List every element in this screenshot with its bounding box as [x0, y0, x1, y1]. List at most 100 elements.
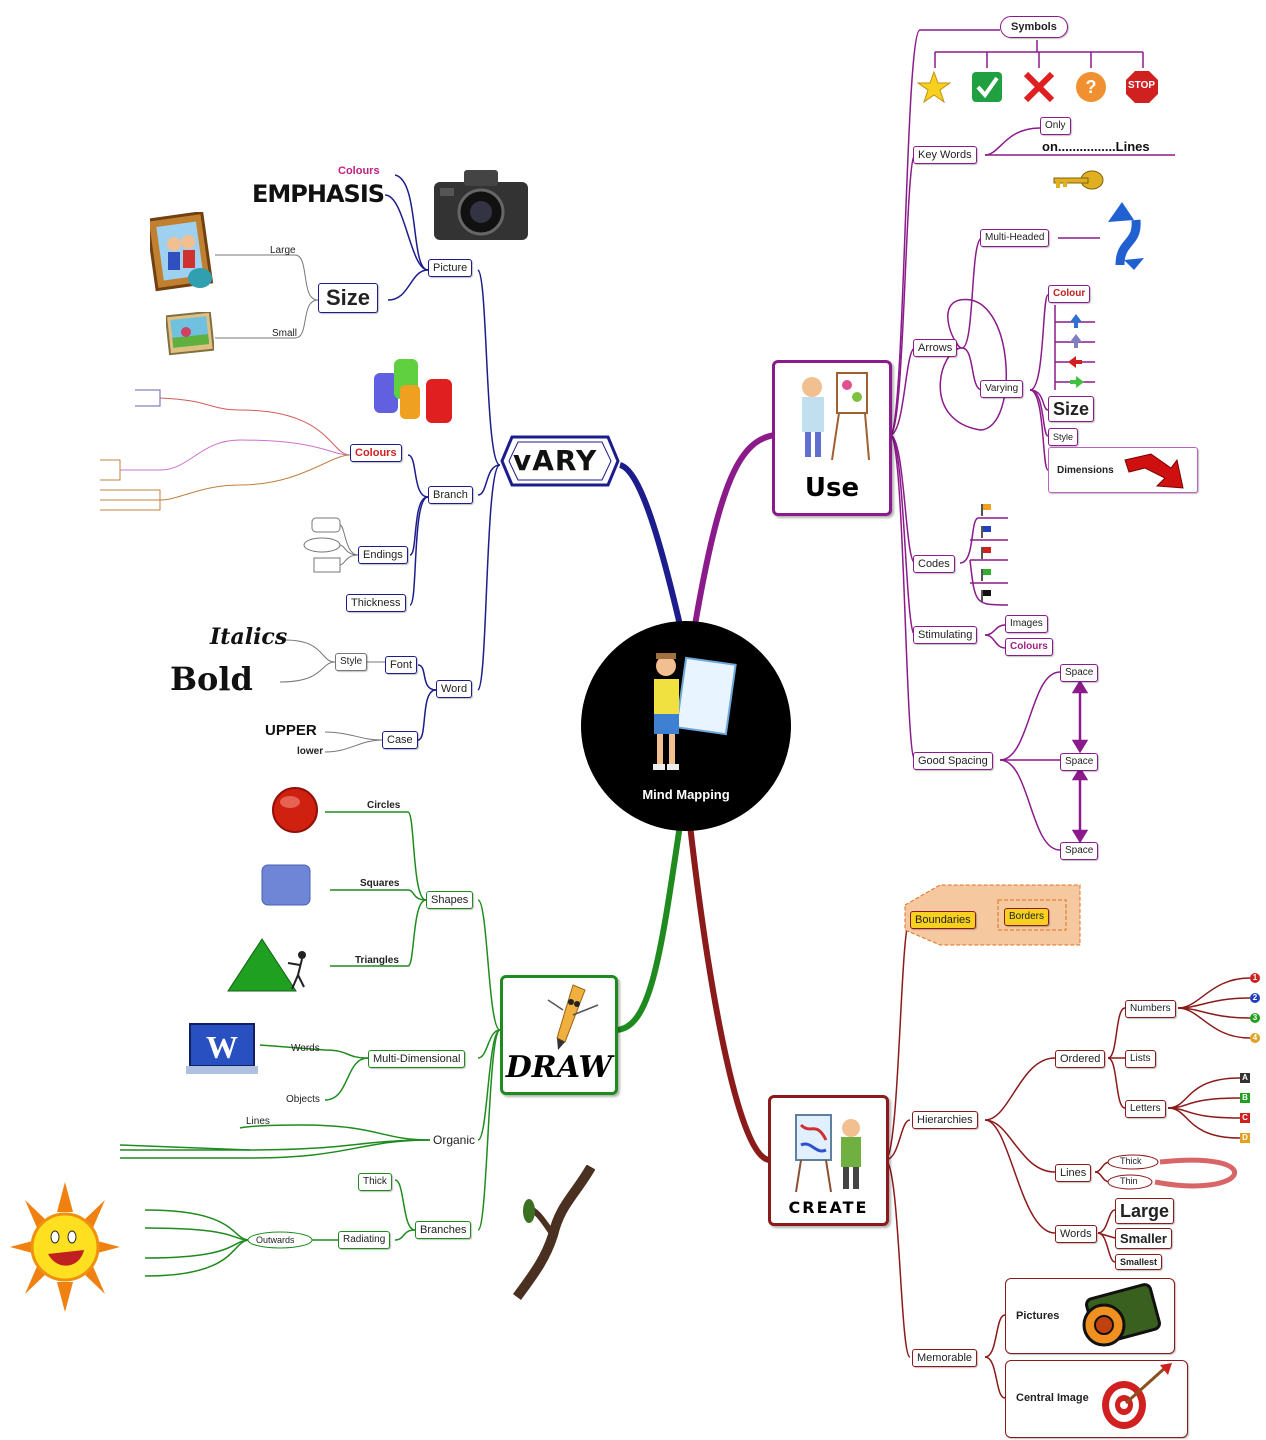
draw-lines-label: Lines	[246, 1116, 270, 1127]
use-colour-label: Colour	[1053, 288, 1086, 299]
create-numbers-node[interactable]: Numbers	[1125, 1000, 1176, 1018]
cross-icon	[1023, 71, 1055, 103]
create-borders-node[interactable]: Borders	[1004, 908, 1050, 926]
vary-colours-node-label: Colours	[355, 447, 397, 459]
number-1-icon: 1	[1250, 973, 1260, 983]
create-words-node[interactable]: Words	[1055, 1225, 1097, 1243]
vary-colours-node[interactable]: Colours	[350, 444, 402, 462]
use-style-node[interactable]: Style	[1048, 428, 1079, 446]
draw-organic-label: Organic	[433, 1133, 476, 1147]
number-4-icon: 4	[1250, 1033, 1260, 1043]
target-dart-icon	[1102, 1363, 1172, 1429]
colour-arrow-icons	[1068, 314, 1084, 388]
curved-blue-arrow-icon	[1108, 202, 1144, 270]
word-document-icon: W	[186, 1023, 258, 1074]
use-size-node[interactable]: Size	[1048, 396, 1095, 422]
stop-sign-icon	[1126, 71, 1158, 103]
create-smallest-node[interactable]: Smallest	[1115, 1254, 1163, 1270]
draw-shapes-node[interactable]: Shapes	[426, 891, 474, 909]
use-space-node-2[interactable]: Space	[1060, 753, 1099, 771]
create-main-label: CREATE	[788, 1198, 869, 1217]
vary-font-node[interactable]: Font	[385, 656, 418, 674]
use-key-words-node[interactable]: Key Words	[913, 146, 977, 164]
draw-radiating-node[interactable]: Radiating	[338, 1231, 391, 1249]
create-main-node[interactable]: CREATE	[768, 1095, 889, 1226]
draw-thick-node[interactable]: Thick	[358, 1173, 392, 1191]
vary-style-node[interactable]: Style	[335, 653, 368, 671]
vary-colours-label: Colours	[338, 165, 380, 177]
question-icon: ?	[1076, 72, 1106, 102]
central-node-label: Mind Mapping	[642, 787, 730, 802]
use-dimensions-label: Dimensions	[1057, 465, 1114, 476]
vary-lower-label: lower	[297, 746, 324, 757]
create-letters-node[interactable]: Letters	[1125, 1100, 1166, 1118]
letter-b-icon: B	[1240, 1093, 1250, 1103]
svg-text:?: ?	[1086, 77, 1097, 97]
create-memorable-node[interactable]: Memorable	[912, 1349, 978, 1367]
draw-squares-label: Squares	[360, 878, 400, 889]
create-large-node[interactable]: Large	[1115, 1198, 1175, 1224]
use-space-node-3[interactable]: Space	[1060, 842, 1099, 860]
use-good-spacing-node[interactable]: Good Spacing	[913, 752, 993, 770]
create-pictures-node[interactable]: Pictures	[1005, 1278, 1175, 1354]
use-colours-node[interactable]: Colours	[1005, 638, 1053, 656]
create-lines-node[interactable]: Lines	[1055, 1164, 1092, 1182]
vary-upper-label: UPPER	[265, 722, 317, 739]
vary-size-node[interactable]: Size	[318, 283, 379, 313]
create-boundaries-node[interactable]: Boundaries	[910, 911, 976, 929]
use-images-node[interactable]: Images	[1005, 615, 1048, 633]
create-central-image-node[interactable]: Central Image	[1005, 1360, 1188, 1438]
vary-branch-node[interactable]: Branch	[428, 486, 473, 504]
create-thin-label: Thin	[1120, 1176, 1138, 1186]
explorer-with-map-icon	[653, 653, 737, 770]
letter-a-icon: A	[1240, 1073, 1250, 1083]
draw-triangles-label: Triangles	[355, 955, 399, 966]
use-main-label: Use	[804, 473, 860, 503]
use-colours-label: Colours	[1010, 641, 1048, 652]
vary-main-label: vARY	[513, 444, 598, 477]
vary-endings-node[interactable]: Endings	[358, 546, 408, 564]
vary-emphasis-label: EMPHASIS	[252, 180, 385, 208]
use-codes-node[interactable]: Codes	[913, 555, 955, 573]
use-arrows-node[interactable]: Arrows	[913, 339, 958, 357]
create-lists-node[interactable]: Lists	[1125, 1050, 1156, 1068]
vary-bold-label: Bold	[170, 660, 253, 698]
vary-thickness-node[interactable]: Thickness	[346, 594, 406, 612]
draw-main-node[interactable]: DRAW	[500, 975, 618, 1095]
painter-at-easel-icon	[795, 1114, 861, 1193]
use-colour-node[interactable]: Colour	[1048, 285, 1091, 303]
colour-flags-icons	[981, 504, 991, 602]
red-circle-icon	[272, 787, 318, 833]
create-thick-label: Thick	[1120, 1156, 1142, 1166]
number-2-icon: 2	[1250, 993, 1260, 1003]
draw-multi-dimensional-node[interactable]: Multi-Dimensional	[368, 1050, 466, 1068]
use-varying-node[interactable]: Varying	[980, 380, 1024, 398]
use-symbols-node[interactable]: Symbols	[1000, 16, 1068, 38]
vary-main-node[interactable]	[500, 435, 620, 487]
draw-objects-label: Objects	[286, 1094, 320, 1105]
draw-branches-node[interactable]: Branches	[415, 1221, 472, 1239]
create-hierarchies-node[interactable]: Hierarchies	[912, 1111, 978, 1129]
draw-circles-label: Circles	[367, 800, 401, 811]
use-main-node[interactable]: Use	[772, 360, 892, 516]
paint-jars-icon	[374, 359, 452, 423]
create-ordered-node[interactable]: Ordered	[1055, 1050, 1106, 1068]
tree-branch-icon	[512, 1165, 595, 1300]
vary-word-node[interactable]: Word	[436, 680, 473, 698]
vary-size-small-label: Small	[272, 328, 298, 339]
use-multi-headed-node[interactable]: Multi-Headed	[980, 229, 1050, 247]
central-node[interactable]: Mind Mapping	[581, 621, 791, 831]
stop-sign-label: STOP	[1128, 80, 1156, 91]
framed-photo-icon	[150, 212, 214, 292]
use-on-lines-label: on................Lines	[1042, 139, 1150, 154]
vary-case-node[interactable]: Case	[382, 731, 418, 749]
check-icon	[972, 72, 1002, 102]
vary-size-large-label: Large	[270, 245, 296, 256]
use-stimulating-node[interactable]: Stimulating	[913, 626, 978, 644]
use-dimensions-node[interactable]: Dimensions	[1048, 447, 1198, 493]
vary-picture-node[interactable]: Picture	[428, 259, 473, 277]
create-smaller-node[interactable]: Smaller	[1115, 1228, 1172, 1249]
use-space-node-1[interactable]: Space	[1060, 664, 1099, 682]
use-only-node[interactable]: Only	[1040, 117, 1071, 135]
draw-words-label: Words	[291, 1043, 320, 1054]
